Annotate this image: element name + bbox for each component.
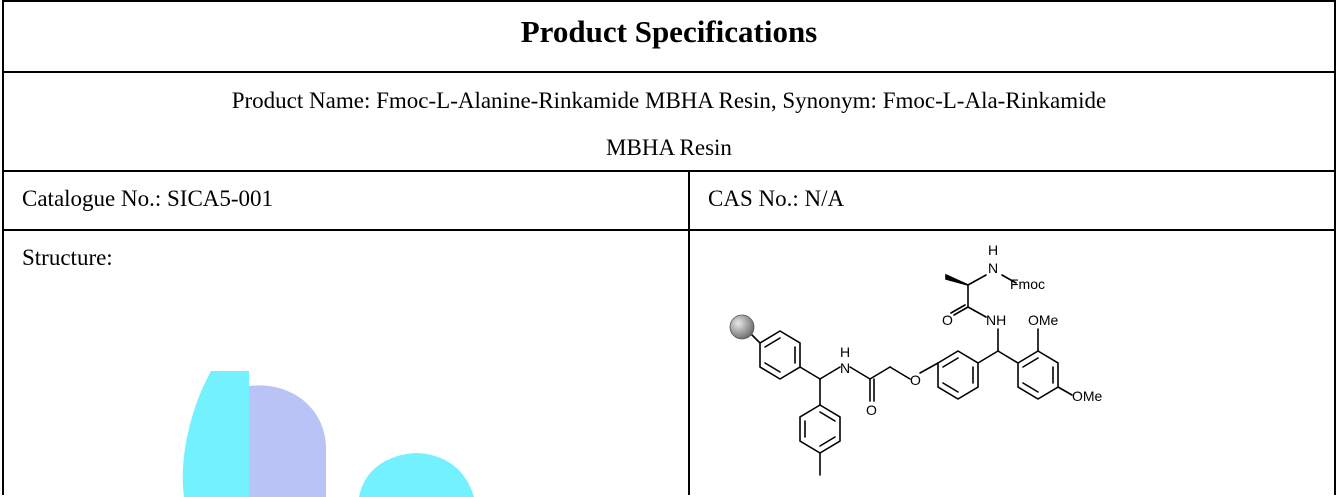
structure-row: Structure: bbox=[4, 229, 1334, 497]
structure-image-cell: H N Fmoc O NH OMe OMe H N O O bbox=[690, 231, 1334, 495]
atom-ome-2: OMe bbox=[1072, 388, 1103, 404]
watermark-blue-shape bbox=[249, 385, 326, 497]
page-title: Product Specifications bbox=[520, 14, 818, 49]
catalogue-cell: Catalogue No.: SICA5-001 bbox=[4, 172, 690, 230]
chemical-structure-diagram: H N Fmoc O NH OMe OMe H N O O bbox=[729, 242, 1103, 476]
title-row: Product Specifications bbox=[4, 0, 1334, 72]
product-name-row: Product Name: Fmoc-L-Alanine-Rinkamide M… bbox=[4, 71, 1334, 171]
atom-o-amide-top: O bbox=[942, 312, 953, 328]
company-logo-watermark bbox=[182, 371, 474, 497]
atom-ome-1: OMe bbox=[1028, 312, 1059, 328]
structure-label: Structure: bbox=[22, 245, 113, 270]
cas-number: CAS No.: N/A bbox=[708, 186, 845, 211]
structure-label-cell: Structure: bbox=[4, 231, 690, 497]
atom-n-top: N bbox=[988, 260, 998, 276]
watermark-cyan-shape bbox=[182, 371, 249, 497]
catalogue-cas-row: Catalogue No.: SICA5-001 CAS No.: N/A bbox=[4, 170, 1334, 230]
resin-bead-icon bbox=[729, 314, 755, 340]
atom-h-left: H bbox=[840, 344, 850, 360]
atom-o-ether: O bbox=[910, 372, 921, 388]
cas-cell: CAS No.: N/A bbox=[690, 172, 1334, 230]
atom-nh-mid: NH bbox=[986, 312, 1006, 328]
catalogue-number: Catalogue No.: SICA5-001 bbox=[22, 186, 274, 211]
product-name-line-2: MBHA Resin bbox=[606, 135, 732, 160]
product-name-line-1: Product Name: Fmoc-L-Alanine-Rinkamide M… bbox=[231, 88, 1107, 113]
atom-fmoc: Fmoc bbox=[1010, 276, 1045, 292]
atom-h-top: H bbox=[988, 242, 998, 258]
watermark-cyan-arc bbox=[359, 453, 474, 497]
atom-n-left: N bbox=[840, 360, 850, 376]
atom-o-amide-bottom: O bbox=[866, 402, 877, 418]
